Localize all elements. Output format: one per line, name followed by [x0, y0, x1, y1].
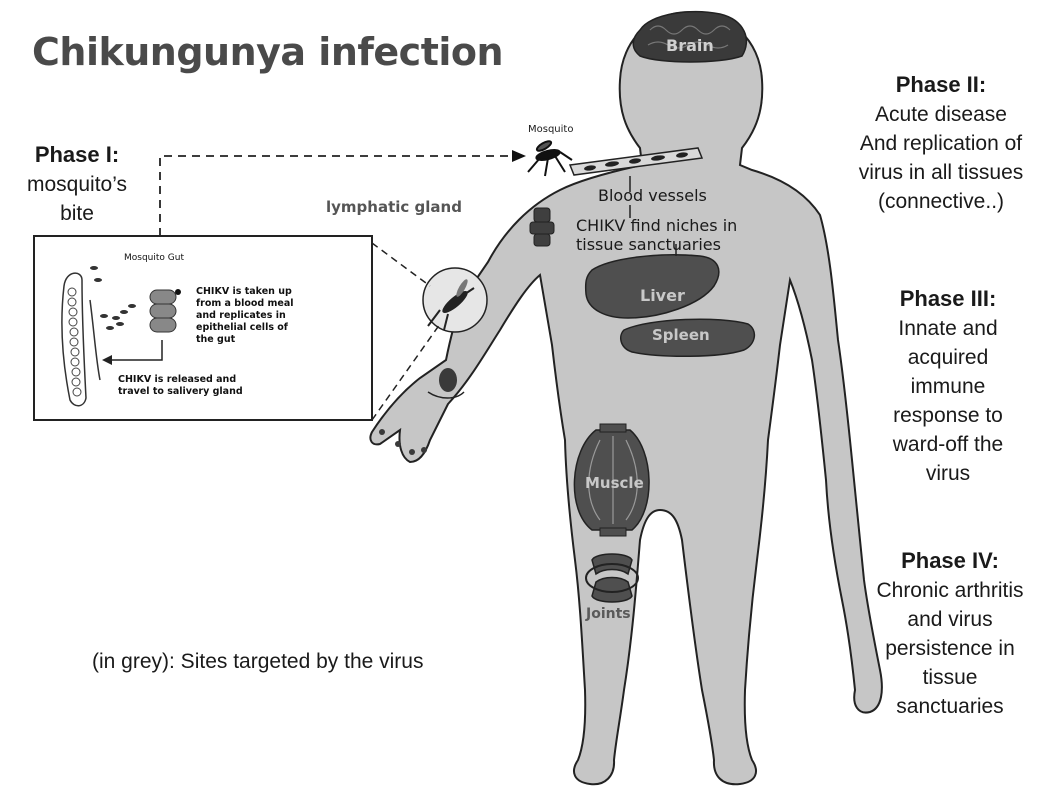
legend-note: (in grey): Sites targeted by the virus: [92, 650, 423, 674]
phase-1-heading: Phase I:: [2, 140, 152, 170]
phase-1-block: Phase I: mosquito’s bite: [2, 140, 152, 228]
liver-label: Liver: [640, 286, 685, 305]
inset-release-text: CHIKV is released and travel to salivery…: [118, 374, 243, 398]
phase-3-block: Phase III: Innate and acquired immune re…: [848, 284, 1048, 488]
joints-label: Joints: [586, 606, 631, 622]
blood-vessels-label: Blood vessels: [598, 186, 707, 205]
phase-2-text: Acute disease And replication of virus i…: [832, 100, 1050, 216]
phase-2-block: Phase II: Acute disease And replication …: [832, 70, 1050, 216]
phase-3-text: Innate and acquired immune response to w…: [848, 314, 1048, 488]
diagram-title: Chikungunya infection: [32, 30, 503, 74]
phase-2-heading: Phase II:: [832, 70, 1050, 100]
brain-label: Brain: [666, 36, 714, 55]
arm-mosquito-callout: [423, 268, 487, 332]
phase-4-heading: Phase IV:: [850, 546, 1050, 576]
phase-3-heading: Phase III:: [848, 284, 1048, 314]
phase-4-block: Phase IV: Chronic arthritis and virus pe…: [850, 546, 1050, 721]
inset-uptake-text: CHIKV is taken up from a blood meal and …: [196, 286, 294, 346]
spleen-label: Spleen: [652, 326, 710, 344]
niches-label: CHIKV find niches in tissue sanctuaries: [576, 216, 737, 254]
lymph-gland-shape: [530, 208, 554, 246]
mosquito-label: Mosquito: [528, 124, 573, 135]
inset-heading: Mosquito Gut: [124, 252, 184, 264]
muscle-label: Muscle: [585, 474, 644, 492]
mosquito-icon: [528, 139, 572, 176]
lymphatic-gland-label: lymphatic gland: [326, 198, 462, 216]
phase-4-text: Chronic arthritis and virus persistence …: [850, 576, 1050, 721]
bite-path-arrow: [160, 150, 526, 236]
phase-1-text: mosquito’s bite: [2, 170, 152, 228]
